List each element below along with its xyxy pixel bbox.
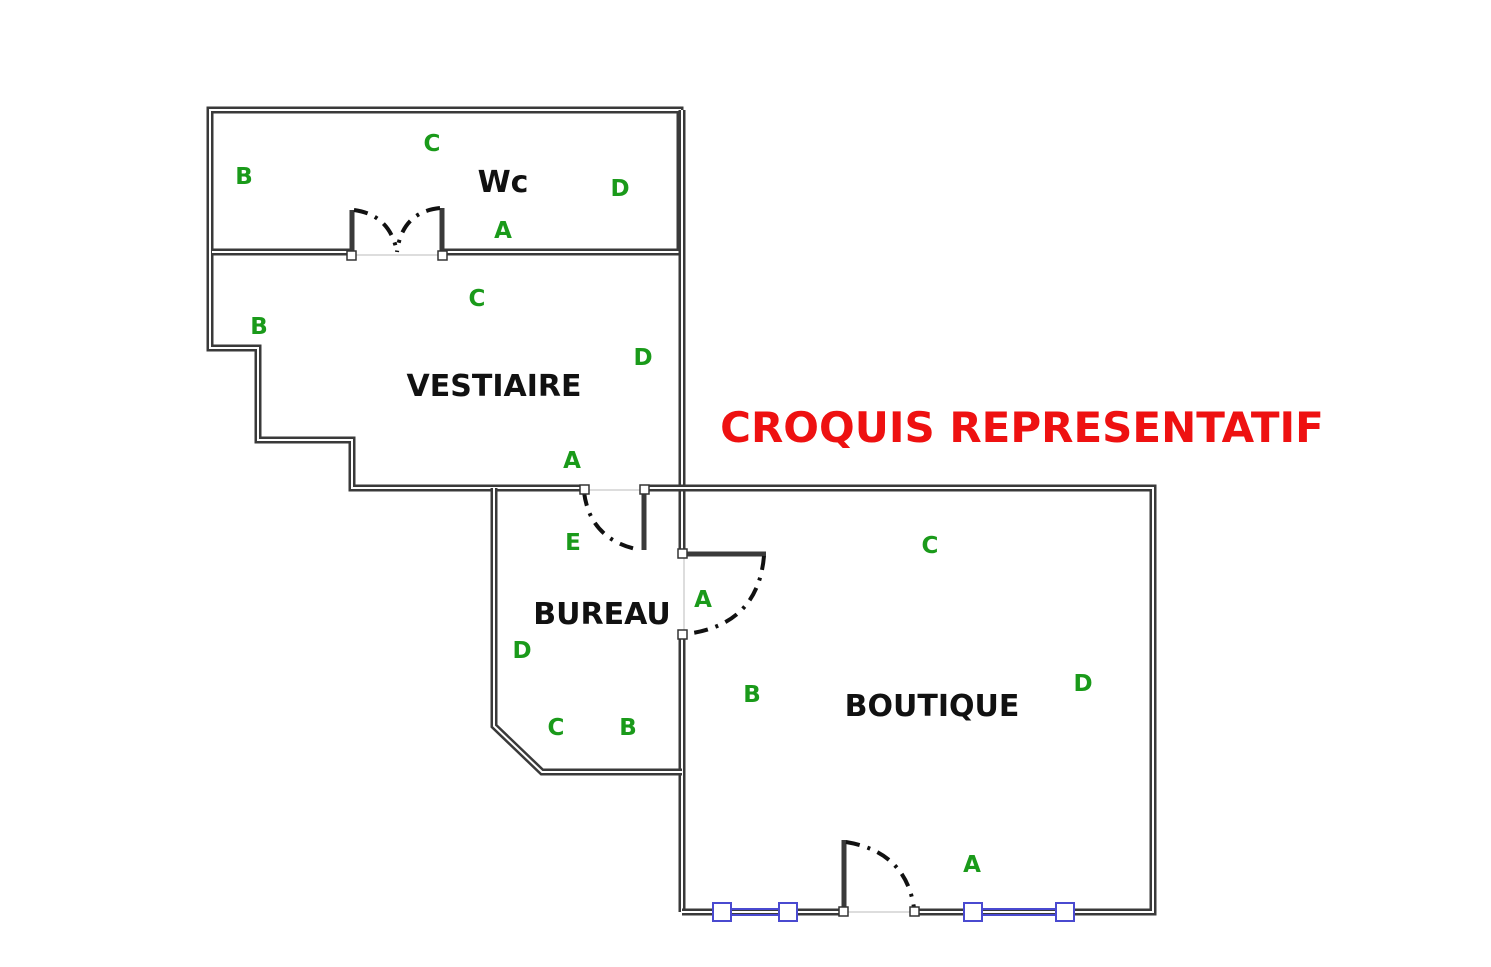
wall-letter-vestiaire-d: D [633, 345, 652, 371]
wall-letter-bureau-a: A [694, 587, 712, 613]
wall-letter-wc-c: C [424, 131, 441, 157]
wall-letter-bureau-d: D [512, 638, 531, 664]
wall-letter-vestiaire-c: C [469, 286, 486, 312]
wall-letter-bureau-b: B [619, 715, 637, 741]
room-label-wc: Wc [478, 165, 529, 200]
doors [346, 206, 920, 917]
room-label-bureau: BUREAU [533, 597, 670, 632]
window-boutique-left [712, 902, 798, 922]
wall-letter-wc-b: B [235, 164, 253, 190]
wall-letter-wc-d: D [610, 176, 629, 202]
sketch-title: CROQUIS REPRESENTATIF [720, 403, 1324, 452]
wall-letter-wc-a: A [494, 218, 512, 244]
walls [206, 106, 1157, 916]
wall-letter-boutique-d: D [1073, 671, 1092, 697]
wall-letter-bureau-c: C [548, 715, 565, 741]
window-boutique-right [963, 902, 1075, 922]
wall-letter-boutique-c: C [922, 533, 939, 559]
wall-letter-vestiaire-a: A [563, 448, 581, 474]
wall-wc-vestiaire-outline [206, 106, 684, 492]
door-vestiaire-bureau [579, 484, 650, 552]
room-label-boutique: BOUTIQUE [845, 689, 1020, 724]
wall-letter-bureau-e: E [565, 530, 581, 556]
door-bureau-boutique [677, 548, 766, 640]
door-boutique-entrance [838, 840, 920, 917]
wall-letter-boutique-b: B [743, 682, 761, 708]
room-label-vestiaire: VESTIAIRE [407, 369, 582, 404]
wall-letter-vestiaire-b: B [250, 314, 268, 340]
wall-letter-boutique-a: A [963, 852, 981, 878]
door-wc [346, 206, 448, 261]
windows [712, 902, 1075, 922]
